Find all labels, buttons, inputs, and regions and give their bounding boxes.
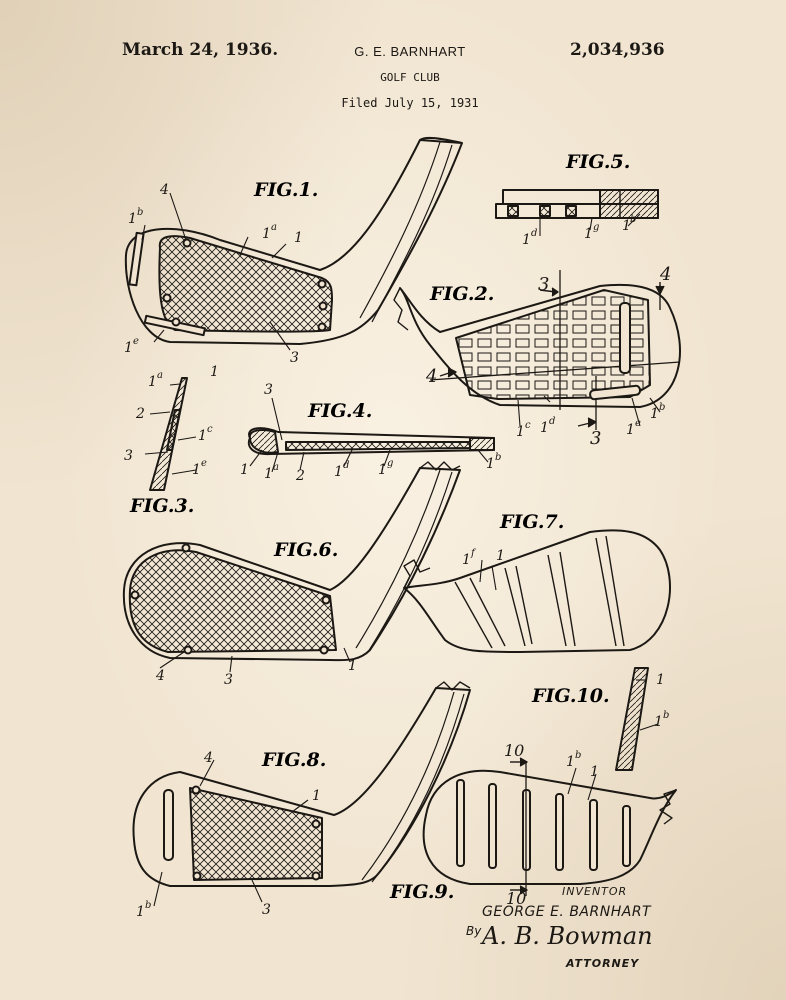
- fig-5-label: FIG.5.: [565, 151, 630, 173]
- fig-1-label: FIG.1.: [253, 179, 318, 201]
- svg-text:4: 4: [203, 750, 213, 766]
- svg-text:e: e: [635, 418, 641, 429]
- figure-6: [122, 461, 461, 662]
- inventor-signature-name: GEORGE E. BARNHART: [482, 904, 652, 920]
- svg-text:1: 1: [192, 462, 201, 478]
- figure-8: [132, 681, 471, 887]
- svg-text:4: 4: [155, 668, 165, 684]
- svg-text:4: 4: [159, 182, 169, 198]
- svg-text:1: 1: [334, 464, 343, 480]
- svg-text:a: a: [271, 222, 277, 233]
- svg-text:1: 1: [650, 406, 659, 422]
- svg-text:2: 2: [135, 406, 145, 422]
- svg-text:d: d: [531, 228, 537, 239]
- svg-text:1: 1: [656, 672, 665, 688]
- svg-text:3: 3: [264, 382, 273, 398]
- svg-text:1: 1: [462, 552, 471, 568]
- svg-text:3: 3: [124, 448, 133, 464]
- svg-text:10: 10: [506, 889, 526, 908]
- svg-text:3: 3: [538, 274, 549, 295]
- svg-text:a: a: [157, 370, 163, 381]
- svg-text:1: 1: [264, 466, 273, 482]
- by-label: By: [466, 924, 482, 938]
- svg-text:1: 1: [496, 548, 505, 564]
- attorney-caption: ATTORNEY: [566, 957, 640, 970]
- svg-text:1: 1: [486, 456, 495, 472]
- svg-text:3: 3: [590, 428, 601, 449]
- svg-text:3: 3: [262, 902, 271, 918]
- svg-text:f: f: [470, 548, 477, 559]
- svg-text:1: 1: [198, 428, 207, 444]
- svg-text:1: 1: [128, 211, 137, 227]
- svg-text:4: 4: [659, 264, 671, 285]
- svg-text:a: a: [273, 462, 279, 473]
- svg-text:10: 10: [504, 741, 524, 760]
- svg-text:1: 1: [584, 226, 593, 242]
- svg-text:c: c: [207, 424, 213, 435]
- svg-text:c: c: [525, 420, 531, 431]
- svg-text:d: d: [549, 416, 555, 427]
- svg-text:3: 3: [290, 350, 299, 366]
- svg-text:1: 1: [210, 364, 219, 380]
- svg-text:1: 1: [378, 462, 387, 478]
- figure-10: [615, 667, 649, 771]
- svg-text:1: 1: [522, 232, 531, 248]
- svg-text:e: e: [201, 458, 207, 469]
- patent-title: GOLF CLUB: [380, 71, 440, 84]
- svg-text:2: 2: [295, 468, 305, 484]
- svg-text:1: 1: [590, 764, 599, 780]
- svg-text:g: g: [593, 222, 599, 233]
- svg-text:b: b: [495, 452, 501, 463]
- fig-9-label: FIG.9.: [389, 881, 454, 903]
- svg-text:1: 1: [622, 218, 631, 234]
- svg-text:b: b: [575, 750, 581, 761]
- patent-date: March 24, 1936.: [122, 40, 279, 60]
- svg-text:1: 1: [516, 424, 525, 440]
- svg-text:1: 1: [312, 788, 321, 804]
- inventor-caption: INVENTOR: [562, 885, 628, 898]
- fig-3-label: FIG.3.: [129, 495, 194, 517]
- fig-10-label: FIG.10.: [531, 685, 610, 707]
- figure-2: [393, 270, 681, 430]
- figure-5: [495, 189, 659, 219]
- svg-text:b: b: [137, 207, 143, 218]
- svg-text:g: g: [387, 458, 393, 469]
- patent-number: 2,034,936: [570, 40, 665, 60]
- svg-text:1: 1: [540, 420, 549, 436]
- svg-text:3: 3: [224, 672, 233, 688]
- svg-text:4: 4: [425, 366, 437, 387]
- svg-text:b: b: [663, 710, 669, 721]
- svg-text:b: b: [145, 900, 151, 911]
- svg-text:1: 1: [240, 462, 249, 478]
- svg-text:1: 1: [262, 226, 271, 242]
- inventor-name: G. E. BARNHART: [354, 44, 466, 59]
- svg-text:1: 1: [566, 754, 575, 770]
- svg-text:b: b: [659, 402, 665, 413]
- figure-9: [422, 762, 677, 896]
- svg-text:1: 1: [654, 714, 663, 730]
- fig-6-label: FIG.6.: [273, 539, 338, 561]
- filed-date: Filed July 15, 1931: [341, 96, 479, 110]
- svg-text:b: b: [630, 214, 636, 225]
- fig-4-label: FIG.4.: [307, 400, 372, 422]
- svg-text:1: 1: [124, 340, 133, 356]
- svg-text:1: 1: [294, 230, 303, 246]
- fig-7-label: FIG.7.: [499, 511, 564, 533]
- attorney-signature: A. B. Bowman: [482, 922, 653, 950]
- svg-text:e: e: [133, 336, 139, 347]
- svg-text:1: 1: [348, 658, 357, 674]
- figure-3: [149, 377, 188, 491]
- svg-text:1: 1: [148, 374, 157, 390]
- figure-7: [403, 529, 671, 653]
- svg-text:1: 1: [626, 422, 635, 438]
- fig-2-label: FIG.2.: [429, 283, 494, 305]
- svg-text:1: 1: [136, 904, 145, 920]
- figure-1: [124, 136, 463, 345]
- figure-4: [247, 427, 495, 456]
- fig-8-label: FIG.8.: [261, 749, 326, 771]
- svg-text:d: d: [343, 460, 349, 471]
